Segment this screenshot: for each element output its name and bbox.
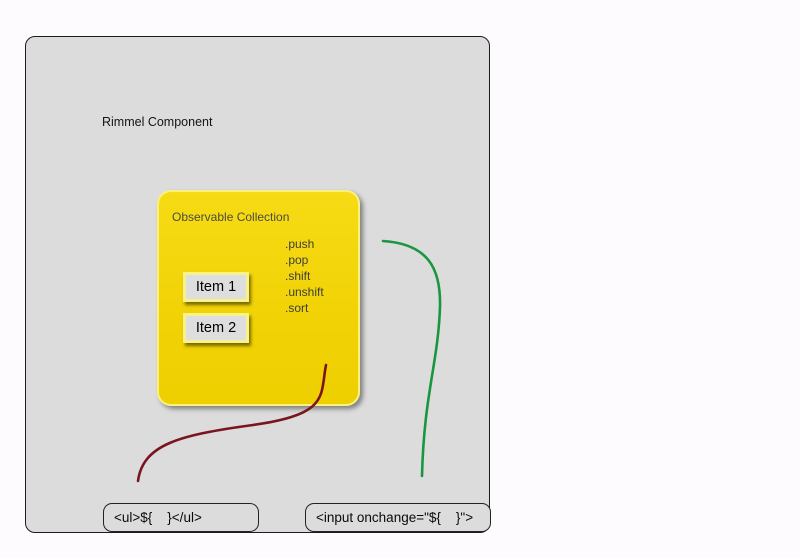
method-shift: .shift: [285, 269, 311, 283]
rimmel-component-title: Rimmel Component: [102, 115, 213, 129]
ul-template-code: <ul>${ }</ul>: [114, 510, 202, 525]
observable-collection-box: Observable Collection .push .pop .shift …: [157, 190, 360, 406]
collection-methods-list: .push .pop .shift .unshift .sort: [285, 236, 324, 316]
method-push: .push: [285, 237, 315, 251]
method-pop: .pop: [285, 253, 309, 267]
observable-collection-title: Observable Collection: [172, 210, 290, 224]
method-unshift: .unshift: [285, 285, 324, 299]
method-sort: .sort: [285, 301, 309, 315]
input-template-code: <input onchange="${ }">: [316, 510, 474, 525]
collection-item-1-label: Item 1: [195, 279, 237, 295]
ul-template-code-box: <ul>${ }</ul>: [103, 503, 259, 532]
input-template-code-box: <input onchange="${ }">: [305, 503, 491, 532]
collection-item-2: Item 2: [183, 313, 249, 343]
collection-item-2-label: Item 2: [195, 320, 237, 336]
collection-item-1: Item 1: [183, 272, 249, 302]
